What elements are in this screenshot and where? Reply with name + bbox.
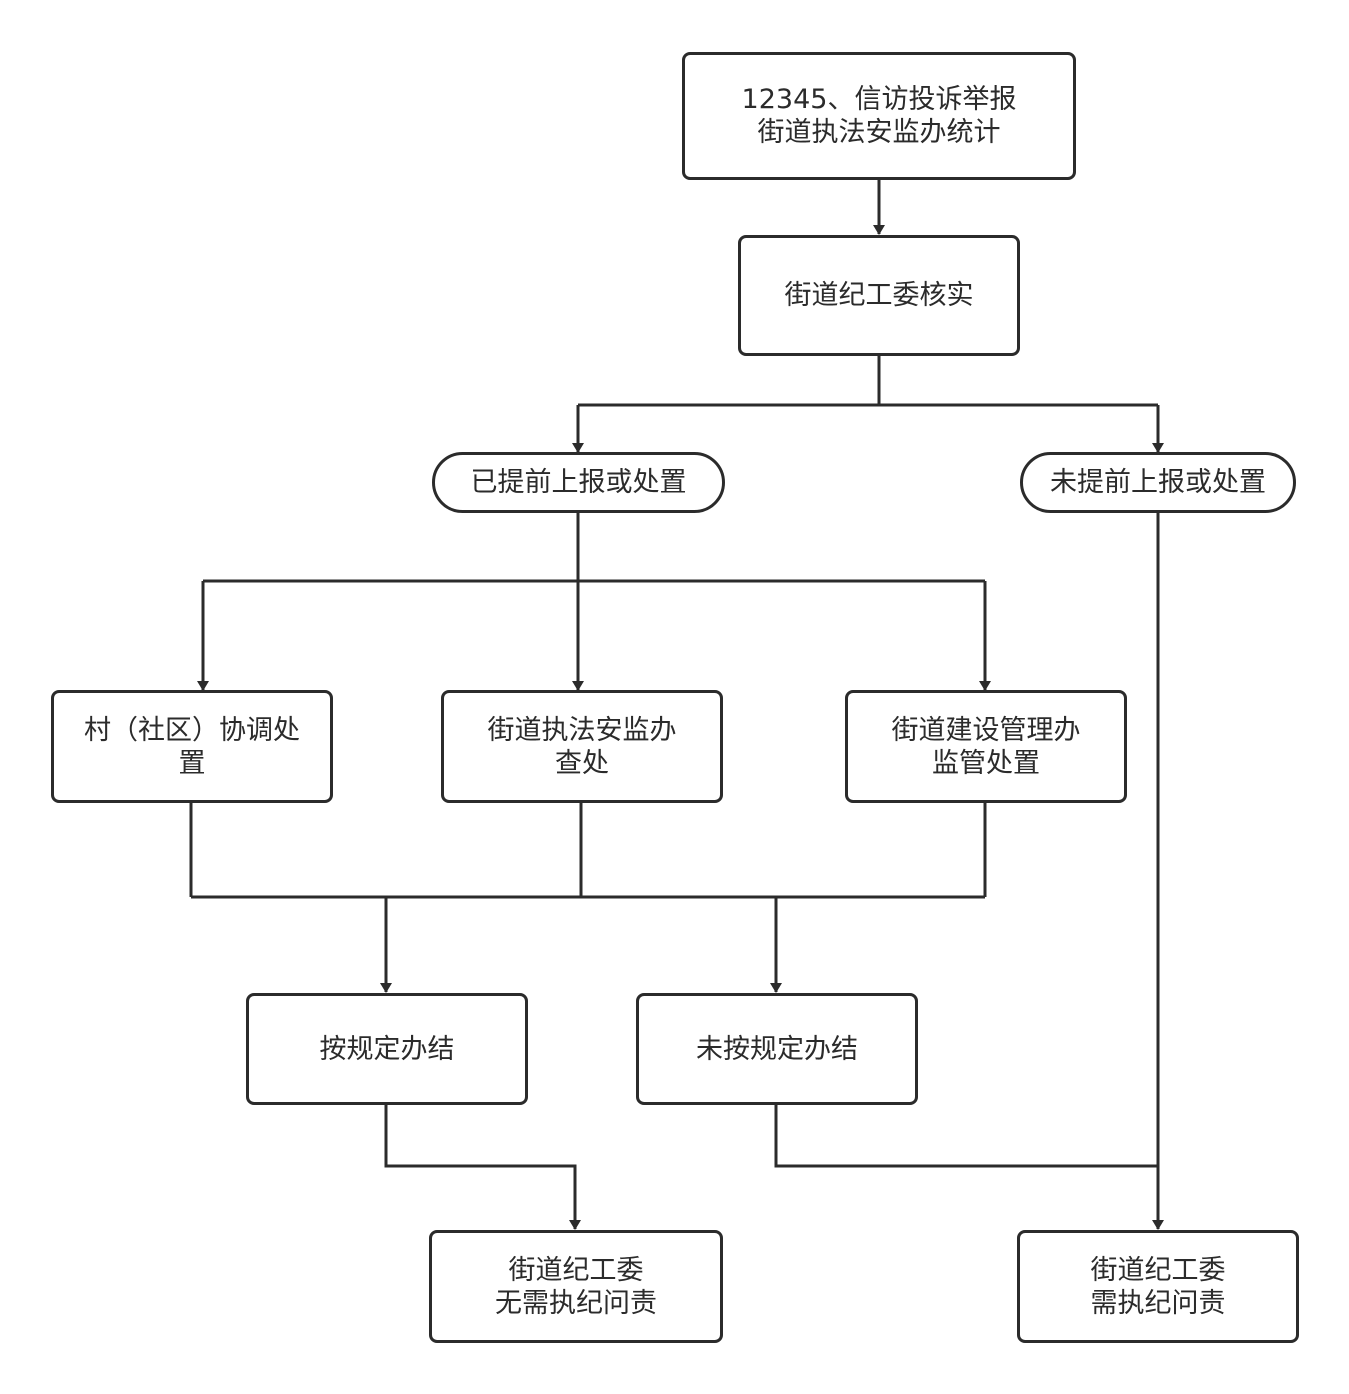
node-accountability-line1: 街道纪工委 bbox=[1090, 1254, 1226, 1286]
node-reported: 已提前上报或处置 bbox=[432, 452, 725, 513]
node-not-reported: 未提前上报或处置 bbox=[1020, 452, 1296, 513]
connector-compliant-to-no-accountability bbox=[384, 1105, 581, 1230]
node-noncompliant-line1: 未按规定办结 bbox=[696, 1033, 858, 1065]
connector-noncompliant-to-accountability bbox=[774, 1105, 1158, 1168]
node-accountability: 街道纪工委 需执纪问责 bbox=[1017, 1230, 1299, 1343]
node-no-accountability-line1: 街道纪工委 bbox=[508, 1254, 644, 1286]
node-complaint-source-line1: 12345、信访投诉举报 bbox=[741, 84, 1017, 115]
node-enforcement-line1: 街道执法安监办 bbox=[487, 714, 677, 746]
node-construction-line2: 监管处置 bbox=[932, 747, 1040, 779]
node-compliant: 按规定办结 bbox=[246, 993, 528, 1105]
node-accountability-line2: 需执纪问责 bbox=[1090, 1287, 1226, 1319]
node-complaint-source: 12345、信访投诉举报 街道执法安监办统计 bbox=[682, 52, 1076, 180]
node-village-line1: 村（社区）协调处 bbox=[84, 714, 300, 746]
node-no-accountability: 街道纪工委 无需执纪问责 bbox=[429, 1230, 723, 1343]
node-verify: 街道纪工委核实 bbox=[738, 235, 1020, 356]
node-verify-line1: 街道纪工委核实 bbox=[784, 280, 974, 311]
node-enforcement: 街道执法安监办 查处 bbox=[441, 690, 723, 803]
node-no-accountability-line2: 无需执纪问责 bbox=[495, 1287, 657, 1319]
node-compliant-line1: 按规定办结 bbox=[319, 1033, 455, 1065]
node-village: 村（社区）协调处 置 bbox=[51, 690, 333, 803]
node-enforcement-line2: 查处 bbox=[555, 747, 609, 779]
node-construction-line1: 街道建设管理办 bbox=[891, 714, 1081, 746]
node-complaint-source-line2: 街道执法安监办统计 bbox=[757, 117, 1001, 148]
node-construction: 街道建设管理办 监管处置 bbox=[845, 690, 1127, 803]
node-reported-line1: 已提前上报或处置 bbox=[470, 467, 687, 498]
node-not-reported-line1: 未提前上报或处置 bbox=[1050, 467, 1266, 498]
node-noncompliant: 未按规定办结 bbox=[636, 993, 918, 1105]
node-village-line2: 置 bbox=[178, 747, 206, 779]
